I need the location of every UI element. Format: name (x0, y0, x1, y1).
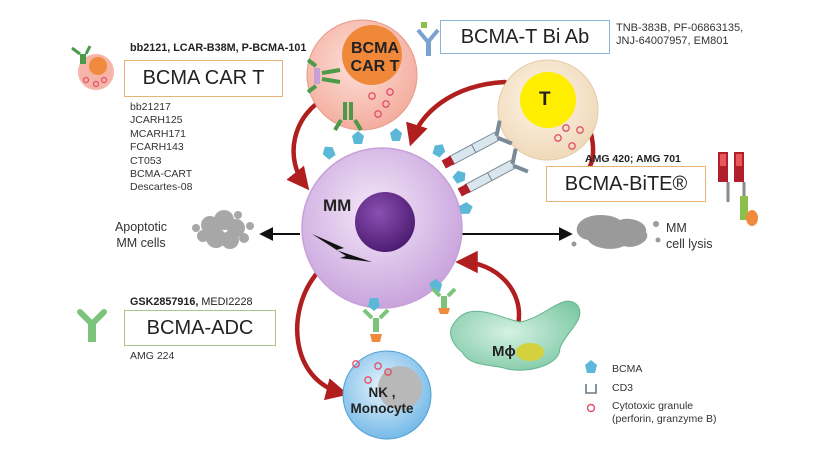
car-t-cell-label: BCMA CAR T (340, 40, 410, 76)
mm-nucleus (355, 192, 415, 252)
nk-nucleus (378, 366, 422, 410)
bite-box-icon (718, 152, 758, 226)
car-t-cell-label-line2: CAR T (350, 58, 400, 75)
lysis-label: MM cell lysis (666, 220, 713, 252)
adc-box-icon (77, 309, 107, 342)
macrophage-cell (431, 287, 581, 371)
nk-monocyte-cell (342, 308, 432, 440)
lysis-line2: cell lysis (666, 237, 713, 251)
arrow-t-to-mm (406, 79, 508, 147)
legend-cd3-icon (585, 384, 597, 394)
apoptotic-debris-icon (192, 210, 254, 249)
legend (585, 360, 597, 413)
adc-box-label: BCMA-ADC (124, 310, 276, 346)
t-nucleus (520, 72, 576, 128)
apoptotic-line2: MM cells (116, 236, 166, 250)
macrophage-label: Mϕ (492, 343, 516, 360)
granules-nk (352, 360, 392, 384)
bi-ab-drug-line1: TNB-383B, PF-06863135, (616, 22, 744, 34)
bispecific-antibodies-icon (441, 120, 529, 197)
mm-cell-label: MM (323, 196, 352, 215)
car-t-nucleus (342, 25, 402, 85)
adc-header-bold: GSK2857916, (130, 296, 199, 308)
t-cell (497, 59, 599, 161)
apoptotic-line1: Apoptotic (114, 220, 168, 234)
car-t-drug-item: bb21217 (130, 101, 171, 113)
adc-header-rest: MEDI2228 (198, 296, 253, 308)
car-t-cell-label-line1: BCMA (351, 40, 399, 57)
lightning-icon (312, 234, 372, 262)
mm-cell (301, 147, 463, 309)
car-t-cell (306, 19, 418, 132)
bi-ab-drug-line2: JNJ-64007957, EM801 (616, 35, 729, 47)
legend-granule-line1: Cytotoxic granule (612, 400, 694, 412)
lysis-debris-icon (571, 215, 661, 249)
bite-header-drugs: AMG 420; AMG 701 (585, 153, 681, 165)
legend-bcma-icon (585, 360, 597, 373)
granules-t-cell (554, 124, 584, 150)
macrophage-nucleus (516, 343, 544, 361)
legend-granule-icon (586, 403, 596, 413)
apoptotic-label: Apoptotic MM cells (96, 219, 186, 251)
bi-ab-box-label: BCMA-T Bi Ab (440, 20, 610, 54)
legend-bcma-label: BCMA (612, 363, 643, 375)
car-t-drug-item: JCARH125 (130, 114, 183, 127)
car-t-drug-list: bb21217 JCARH125 MCARH171 FCARH143 CT053… (130, 101, 192, 195)
legend-cd3-label: CD3 (612, 382, 634, 394)
arrow-mac-to-mm (455, 250, 522, 328)
car-receptor-icon (306, 58, 363, 132)
t-cell-label: T (539, 89, 551, 110)
mac-fc-receptor-icon (431, 287, 457, 314)
nk-line2: Monocyte (350, 401, 414, 416)
car-t-box-label: BCMA CAR T (124, 60, 283, 97)
nk-label: NK , Monocyte (337, 385, 427, 417)
bcma-receptors (322, 128, 473, 311)
lysis-line1: MM (666, 221, 687, 235)
adc-drug: AMG 224 (130, 350, 175, 362)
adc-linker-icon (362, 308, 390, 342)
bi-ab-drugs: TNB-383B, PF-06863135, JNJ-64007957, EM8… (616, 22, 743, 48)
car-t-drug-item: CT053 (130, 154, 162, 167)
adc-header: GSK2857916, MEDI2228 (130, 296, 252, 308)
car-t-drug-item: FCARH143 (130, 141, 184, 154)
legend-granule-label: Cytotoxic granule (perforin, granzyme B) (612, 400, 716, 426)
granules-car-t (368, 88, 394, 118)
bi-ab-box-icon (416, 22, 440, 56)
car-t-header-drugs: bb2121, LCAR-B38M, P-BCMA-101 (130, 42, 307, 54)
bite-box-label: BCMA-BiTE® (546, 166, 706, 202)
car-t-drug-item: MCARH171 (130, 127, 187, 140)
nk-line1: NK , (368, 385, 396, 400)
car-t-box-icon (71, 45, 114, 90)
legend-granule-line2: (perforin, granzyme B) (612, 413, 717, 425)
arrow-mm-to-nk (294, 269, 349, 401)
car-t-drug-item: BCMA-CART (130, 168, 193, 181)
car-t-drug-item: Descartes-08 (130, 181, 193, 194)
